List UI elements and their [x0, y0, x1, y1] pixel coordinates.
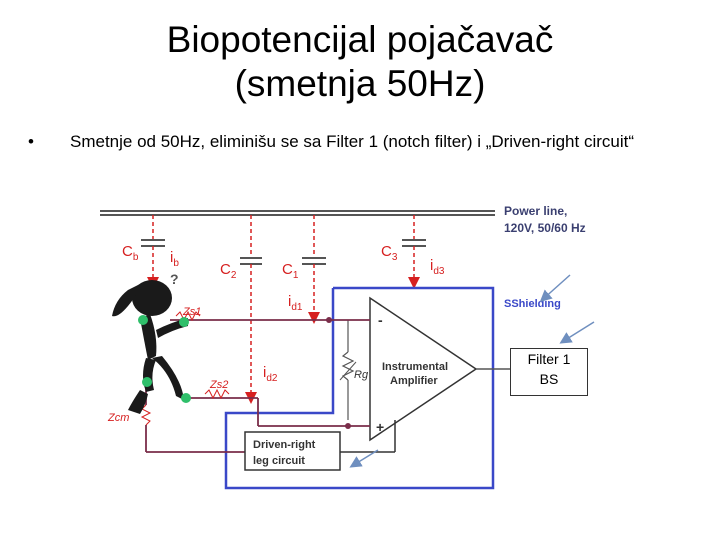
- capacitor-cb: [141, 215, 165, 289]
- c1-label: C1: [282, 261, 299, 281]
- driven-right-leg-box: [244, 420, 396, 471]
- capacitor-c1: [302, 215, 326, 324]
- power-line: [100, 210, 495, 216]
- zcm-wire: [140, 385, 245, 453]
- title-line-1: Biopotencijal pojačavač: [166, 19, 554, 60]
- amp-label-1: Instrumental: [382, 361, 448, 373]
- zcm-label: Zcm: [107, 412, 129, 424]
- zs2-label: Zs2: [209, 379, 228, 391]
- capacitor-c2: [240, 215, 262, 404]
- input-wire-plus: [190, 388, 370, 429]
- bullet-text: Smetnje od 50Hz, eliminišu se sa Filter …: [70, 132, 635, 151]
- shielding-label: SShielding: [504, 298, 561, 310]
- id2-label: id2: [263, 364, 278, 384]
- drl-label-1: Driven-right: [253, 439, 316, 451]
- instrumental-amplifier: [369, 296, 478, 442]
- shielding-box: [224, 286, 495, 490]
- resistor-rg: [339, 320, 357, 420]
- callout-line-2: BS: [539, 371, 559, 387]
- filter-callout: Filter 1 BS: [510, 348, 588, 396]
- electrode-4: [181, 393, 191, 403]
- person-figure: [112, 280, 191, 414]
- input-wire-minus: [170, 310, 370, 323]
- ib-label: ib: [170, 249, 179, 269]
- id3-label: id3: [430, 257, 445, 277]
- cb-label: Cb: [122, 243, 139, 263]
- callout-line-1: Filter 1: [527, 351, 571, 367]
- title-line-2: (smetnja 50Hz): [234, 63, 486, 104]
- c3-label: C3: [381, 243, 398, 263]
- electrode-2: [179, 317, 189, 327]
- question-mark: ?: [170, 271, 179, 287]
- power-line-label-1: Power line,: [504, 204, 567, 218]
- slide-title: Biopotencijal pojačavač (smetnja 50Hz): [0, 18, 720, 106]
- drl-label-2: leg circuit: [253, 455, 305, 467]
- amp-plus: +: [376, 419, 384, 435]
- pointer-arrows: [349, 274, 595, 468]
- amp-label-2: Amplifier: [390, 375, 438, 387]
- power-line-label-2: 120V, 50/60 Hz: [504, 221, 586, 235]
- amp-minus: -: [378, 312, 383, 328]
- c2-label: C2: [220, 261, 237, 281]
- zs1-label: Zs1: [182, 306, 201, 318]
- id1-label: id1: [288, 293, 303, 313]
- rg-label: Rg: [354, 369, 369, 381]
- capacitor-c3: [402, 215, 426, 289]
- bullet-dot: •: [28, 132, 34, 151]
- electrode-1: [138, 315, 148, 325]
- electrode-3: [142, 377, 152, 387]
